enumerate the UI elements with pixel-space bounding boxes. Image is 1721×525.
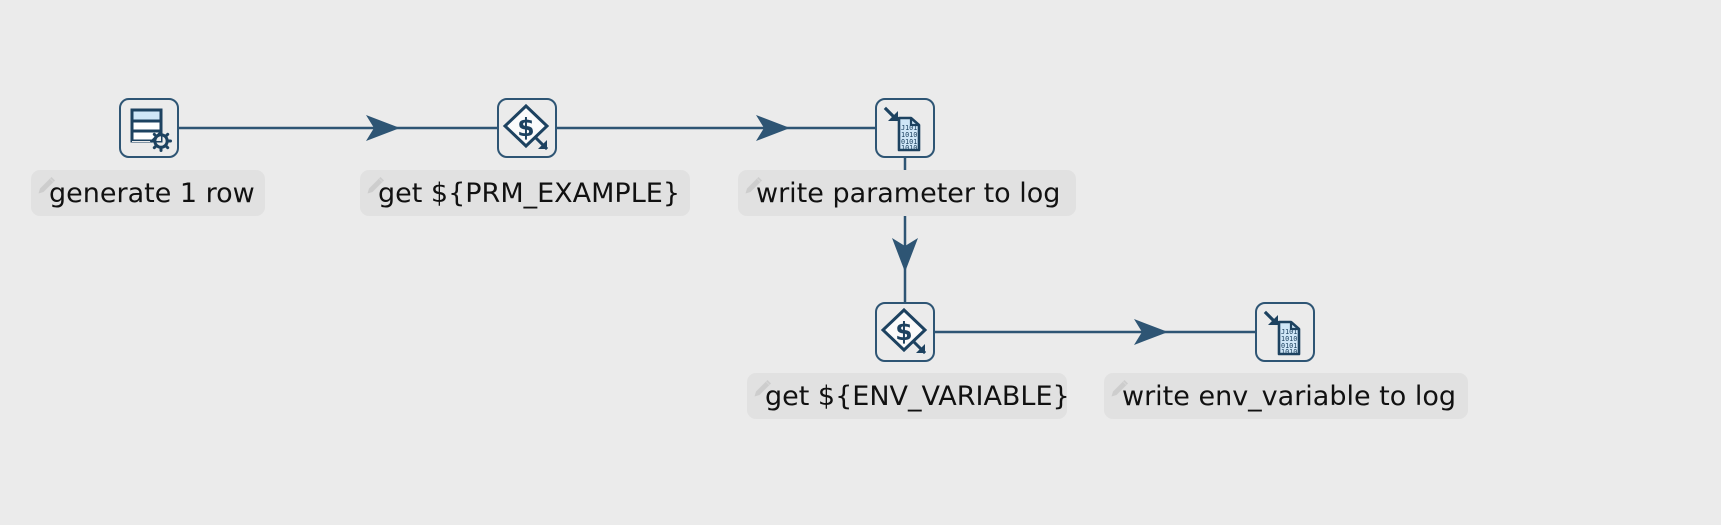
svg-text:$: $ <box>517 113 534 142</box>
label-text: get ${PRM_EXAMPLE} <box>378 177 680 209</box>
write-to-log-icon: J101 1010 0101 1010 <box>883 106 921 152</box>
label-text: generate 1 row <box>49 177 255 209</box>
label-text: write parameter to log <box>756 177 1061 209</box>
svg-text:J101: J101 <box>901 124 917 132</box>
label-get-prm-example[interactable]: get ${PRM_EXAMPLE} <box>360 170 690 216</box>
svg-text:1010: 1010 <box>1281 348 1297 356</box>
node-get-env-variable[interactable]: $ <box>875 302 935 362</box>
write-to-log-icon: J101 1010 0101 1010 <box>1263 310 1301 356</box>
node-get-prm-example[interactable]: $ <box>497 98 557 158</box>
edge-generate-to-get-prm[interactable] <box>179 115 497 141</box>
label-generate-1-row[interactable]: generate 1 row <box>31 170 265 216</box>
svg-text:1010: 1010 <box>901 144 917 152</box>
edge-get-prm-to-write-parameter[interactable] <box>557 115 875 141</box>
dollar-diamond-icon: $ <box>880 307 928 355</box>
edge-get-env-to-write-env[interactable] <box>935 319 1255 345</box>
node-write-parameter-to-log[interactable]: J101 1010 0101 1010 <box>875 98 935 158</box>
table-with-gear-icon <box>130 108 172 152</box>
label-write-parameter-to-log[interactable]: write parameter to log <box>738 170 1076 216</box>
svg-text:0101: 0101 <box>1281 342 1297 350</box>
node-write-env-variable-to-log[interactable]: J101 1010 0101 1010 <box>1255 302 1315 362</box>
label-write-env-variable-to-log[interactable]: write env_variable to log <box>1104 373 1468 419</box>
node-generate-1-row[interactable] <box>119 98 179 158</box>
svg-text:0101: 0101 <box>901 138 917 146</box>
svg-text:1010: 1010 <box>901 131 917 139</box>
svg-text:$: $ <box>895 317 912 346</box>
dollar-diamond-icon: $ <box>502 103 550 151</box>
svg-text:J101: J101 <box>1281 328 1297 336</box>
label-text: get ${ENV_VARIABLE} <box>765 380 1070 412</box>
label-text: write env_variable to log <box>1122 380 1457 412</box>
label-get-env-variable[interactable]: get ${ENV_VARIABLE} <box>747 373 1070 419</box>
svg-text:1010: 1010 <box>1281 335 1297 343</box>
